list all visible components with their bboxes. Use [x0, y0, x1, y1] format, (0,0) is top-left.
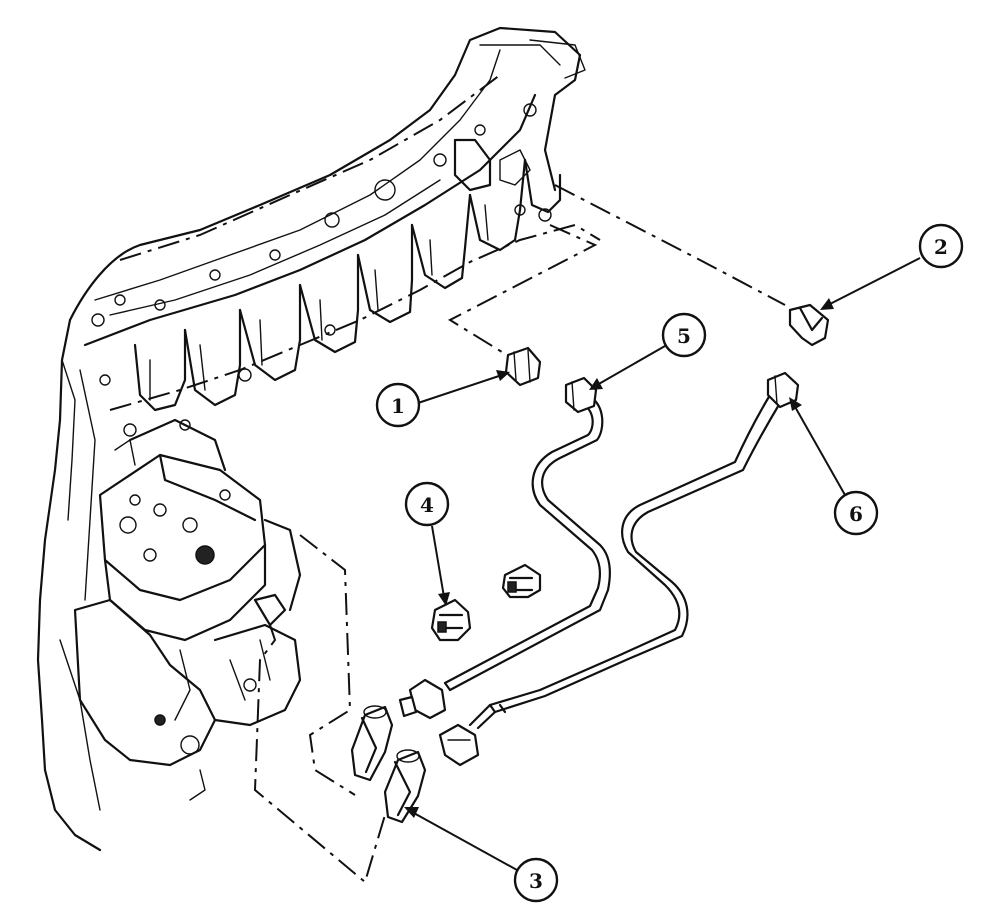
assembly-phantom-lines [253, 184, 786, 884]
tube-clamps [430, 563, 542, 642]
callout-5-label: 5 [677, 324, 691, 348]
callout-5-circle [661, 312, 707, 358]
callout-1: 1 [375, 370, 510, 428]
callout-1-label: 1 [391, 394, 405, 418]
tube-assembly-lower [383, 393, 782, 824]
callout-4: 4 [404, 481, 450, 606]
callout-3-circle [513, 857, 559, 903]
block-cylinder-bumps [91, 103, 562, 437]
fitting-1-connector [504, 346, 542, 387]
callout-2-label: 2 [934, 235, 948, 259]
callout-1-circle [375, 382, 421, 428]
elbow-fitting-lower [383, 749, 427, 824]
fitting-5-nut [564, 376, 598, 414]
callout-4-label: 4 [420, 493, 434, 517]
engine-block [36, 26, 601, 852]
air-compressor [59, 418, 302, 811]
callout-6-circle [833, 490, 879, 536]
fitting-2-elbow [788, 303, 830, 347]
callout-6: 6 [789, 397, 879, 536]
elbow-fitting-upper [350, 705, 394, 782]
callout-6-label: 6 [849, 502, 863, 526]
callout-2: 2 [820, 223, 964, 310]
callout-3: 3 [404, 807, 559, 903]
callout-2-circle [918, 223, 964, 269]
tube-assembly-upper [350, 395, 611, 782]
callout-4-circle [404, 481, 450, 527]
callout-5: 5 [589, 312, 707, 390]
callout-3-label: 3 [529, 869, 543, 893]
